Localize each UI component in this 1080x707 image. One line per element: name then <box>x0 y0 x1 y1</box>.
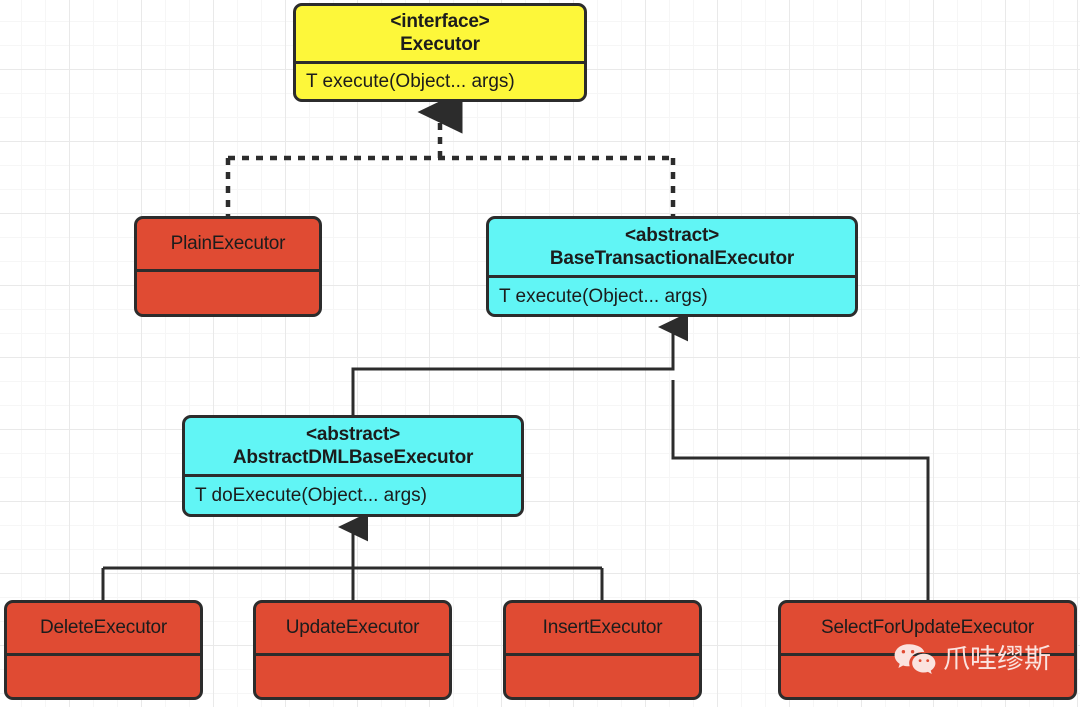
stereotype-label: <interface> <box>390 11 490 32</box>
class-header-insert-executor: InsertExecutor <box>506 603 699 653</box>
edge-sfu-extends-base <box>671 380 930 600</box>
class-name-label: DeleteExecutor <box>39 617 168 638</box>
stereotype-label: <abstract> <box>624 224 720 246</box>
class-box-abstract-dml-base-executor[interactable]: <abstract> AbstractDMLBaseExecutor T doE… <box>182 415 524 517</box>
class-box-plain-executor[interactable]: PlainExecutor <box>134 216 322 317</box>
class-box-update-executor[interactable]: UpdateExecutor <box>253 600 452 700</box>
class-header-delete-executor: DeleteExecutor <box>7 603 200 653</box>
class-header-update-executor: UpdateExecutor <box>256 603 449 653</box>
class-box-select-for-update-executor[interactable]: SelectForUpdateExecutor <box>778 600 1077 700</box>
class-members-update-executor <box>256 653 449 697</box>
class-header-select-for-update-executor: SelectForUpdateExecutor <box>781 603 1074 653</box>
class-header-plain-executor: PlainExecutor <box>137 219 319 269</box>
class-name-label: SelectForUpdateExecutor <box>821 617 1034 638</box>
class-name-label: AbstractDMLBaseExecutor <box>232 446 474 468</box>
class-header-base-transactional-executor: <abstract> BaseTransactionalExecutor <box>489 219 855 275</box>
class-name-label: UpdateExecutor <box>285 617 420 638</box>
edge-dml-children-bus <box>101 512 604 600</box>
class-box-base-transactional-executor[interactable]: <abstract> BaseTransactionalExecutor T e… <box>486 216 858 317</box>
class-members-plain-executor <box>137 269 319 314</box>
class-members-abstract-dml-base-executor: T doExecute(Object... args) <box>185 474 521 514</box>
class-members-select-for-update-executor <box>781 653 1074 697</box>
class-members-insert-executor <box>506 653 699 697</box>
member-label: T doExecute(Object... args) <box>195 485 427 506</box>
class-members-delete-executor <box>7 653 200 697</box>
class-name-label: BaseTransactionalExecutor <box>549 247 795 269</box>
class-name-label: PlainExecutor <box>170 233 286 254</box>
class-name-label: Executor <box>400 34 480 55</box>
member-label: T execute(Object... args) <box>499 285 708 307</box>
stereotype-label: <abstract> <box>305 423 401 445</box>
class-header-executor: <interface> Executor <box>296 6 584 61</box>
class-header-abstract-dml-base-executor: <abstract> AbstractDMLBaseExecutor <box>185 418 521 474</box>
class-members-executor: T execute(Object... args) <box>296 61 584 99</box>
class-box-delete-executor[interactable]: DeleteExecutor <box>4 600 203 700</box>
class-members-base-transactional-executor: T execute(Object... args) <box>489 275 855 314</box>
class-box-executor[interactable]: <interface> Executor T execute(Object...… <box>293 3 587 102</box>
class-box-insert-executor[interactable]: InsertExecutor <box>503 600 702 700</box>
class-name-label: InsertExecutor <box>542 617 663 638</box>
edge-dml-extends-base <box>351 312 688 415</box>
edge-realization-bus <box>225 90 676 216</box>
member-label: T execute(Object... args) <box>306 71 515 92</box>
